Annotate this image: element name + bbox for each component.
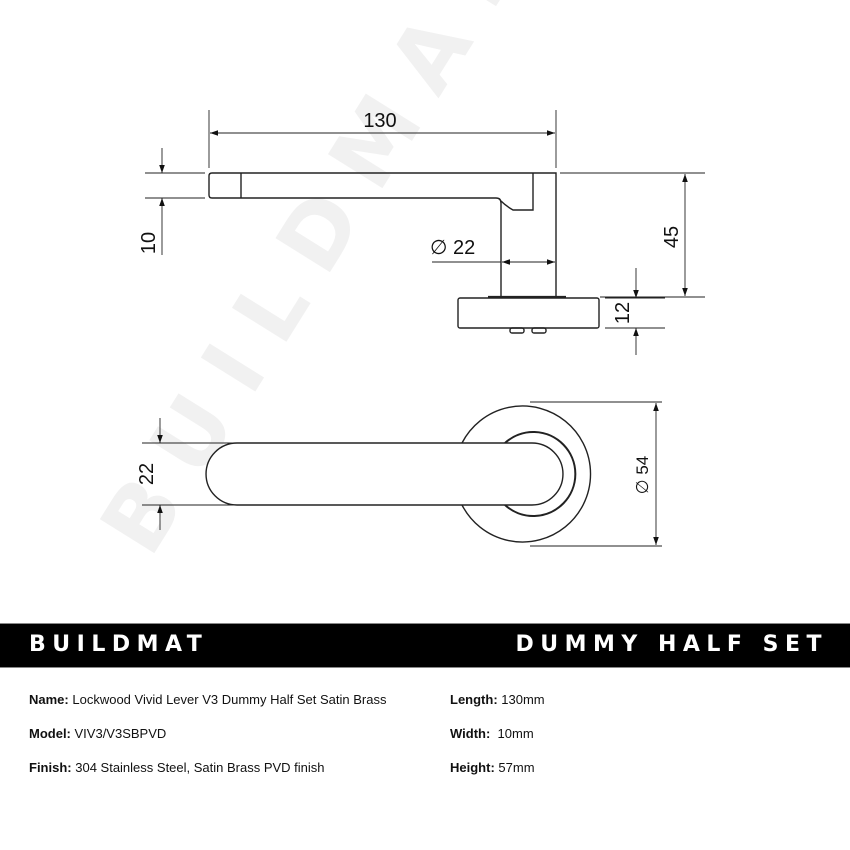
spec-value: Lockwood Vivid Lever V3 Dummy Half Set S… bbox=[72, 692, 387, 707]
dimension-thickness bbox=[145, 148, 205, 255]
spec-value: 304 Stainless Steel, Satin Brass PVD fin… bbox=[75, 760, 325, 775]
spec-label: Height: bbox=[450, 760, 495, 775]
brand-name: BUILDMAT bbox=[29, 632, 209, 657]
spec-value: 10mm bbox=[493, 726, 534, 741]
technical-drawing: BUILDMAT bbox=[80, 0, 705, 571]
dimension-height bbox=[560, 172, 705, 298]
label-height: 45 bbox=[661, 226, 683, 248]
side-view-lever bbox=[208, 172, 600, 334]
spec-label: Width: bbox=[450, 726, 491, 741]
spec-label: Length: bbox=[450, 692, 498, 707]
spec-width: Width: 10mm bbox=[450, 724, 545, 758]
top-view-lever bbox=[205, 405, 592, 543]
spec-list-left: Name: Lockwood Vivid Lever V3 Dummy Half… bbox=[29, 690, 386, 792]
spec-finish: Finish: 304 Stainless Steel, Satin Brass… bbox=[29, 758, 386, 792]
label-diameter: ∅ 22 bbox=[430, 237, 475, 259]
spec-value: 57mm bbox=[498, 760, 535, 775]
spec-value: VIV3/V3SBPVD bbox=[74, 726, 167, 741]
product-type: DUMMY HALF SET bbox=[515, 632, 828, 657]
label-rose-diameter: ∅ 54 bbox=[633, 456, 652, 494]
product-banner: BUILDMAT DUMMY HALF SET bbox=[0, 623, 850, 668]
dimension-lever-width bbox=[142, 418, 236, 530]
label-lever-width: 22 bbox=[136, 463, 158, 485]
dimension-rose-diameter bbox=[530, 401, 662, 547]
label-length: 130 bbox=[363, 110, 396, 132]
dimension-rose-depth bbox=[605, 268, 665, 355]
spec-height: Height: 57mm bbox=[450, 758, 545, 792]
spec-label: Finish: bbox=[29, 760, 72, 775]
spec-label: Name: bbox=[29, 692, 69, 707]
spec-list-right: Length: 130mm Width: 10mm Height: 57mm bbox=[450, 690, 545, 792]
label-thickness: 10 bbox=[138, 232, 160, 254]
spec-label: Model: bbox=[29, 726, 71, 741]
dimension-length bbox=[208, 110, 557, 168]
spec-model: Model: VIV3/V3SBPVD bbox=[29, 724, 386, 758]
spec-name: Name: Lockwood Vivid Lever V3 Dummy Half… bbox=[29, 690, 386, 724]
label-rose-depth: 12 bbox=[612, 302, 634, 324]
spec-length: Length: 130mm bbox=[450, 690, 545, 724]
spec-value: 130mm bbox=[501, 692, 545, 707]
